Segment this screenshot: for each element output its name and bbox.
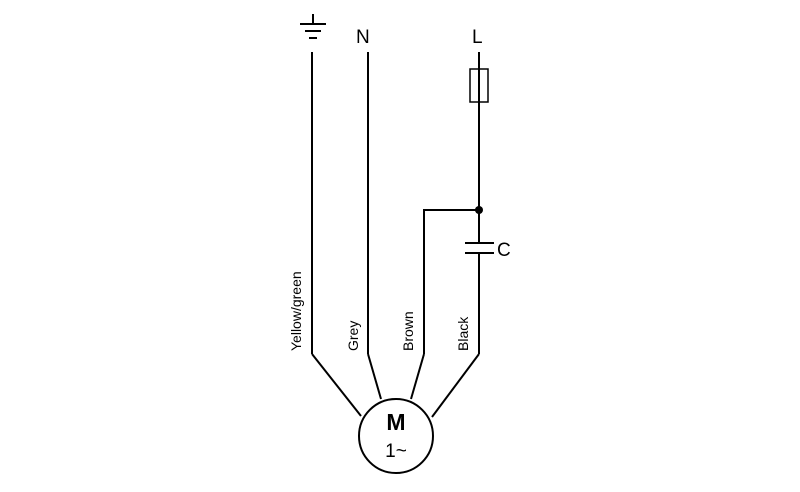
wire-label-black: Black bbox=[455, 316, 471, 351]
capacitor-label: C bbox=[497, 240, 511, 261]
capacitor-icon bbox=[465, 242, 494, 254]
earth-symbol-icon bbox=[300, 14, 326, 39]
motor-phase-label: 1~ bbox=[385, 441, 407, 462]
wire-label-brown: Brown bbox=[400, 311, 416, 351]
wire-label-yellow-green: Yellow/green bbox=[288, 271, 304, 351]
neutral-label: N bbox=[356, 27, 370, 48]
brown-wire bbox=[423, 209, 479, 354]
line-label: L bbox=[472, 27, 483, 48]
junction-dot bbox=[475, 206, 483, 214]
motor-label: M bbox=[386, 409, 405, 435]
motor-symbol bbox=[358, 398, 434, 474]
wire-label-grey: Grey bbox=[345, 321, 361, 351]
